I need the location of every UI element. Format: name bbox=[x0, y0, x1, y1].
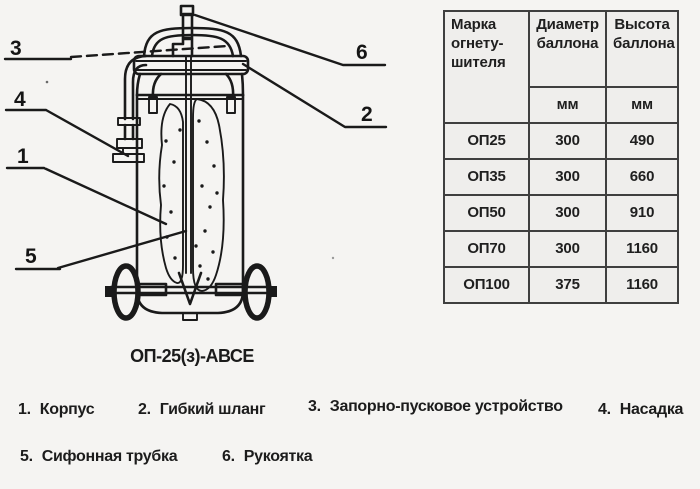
wheels-drawing bbox=[105, 263, 277, 321]
unit-height: мм bbox=[605, 86, 679, 124]
siphon-tube-drawing bbox=[177, 56, 203, 306]
legend-num: 2. bbox=[138, 401, 151, 418]
diagram-caption: ОП-25(з)-АВСЕ bbox=[130, 346, 254, 366]
unit-diameter: мм bbox=[528, 86, 607, 124]
legend-item-6: 6. Рукоятка bbox=[222, 448, 313, 466]
cell-height: 660 bbox=[605, 158, 679, 196]
legend-num: 6. bbox=[222, 448, 235, 465]
valve-head-drawing bbox=[132, 26, 250, 97]
legend-num: 1. bbox=[18, 401, 31, 418]
legend-item-3: 3. Запорно-пусковое устройство bbox=[308, 398, 563, 416]
header-height: Высота баллона bbox=[605, 10, 679, 88]
scan-speck bbox=[45, 80, 49, 84]
callout-6: 6 bbox=[356, 41, 368, 64]
table-header-row: Марка огнету-шителя Диаметр баллона Высо… bbox=[443, 10, 679, 124]
cell-height: 910 bbox=[605, 194, 679, 232]
legend-label: Корпус bbox=[39, 401, 95, 418]
table-row: ОП70 300 1160 bbox=[443, 230, 679, 268]
table-row: ОП35 300 660 bbox=[443, 158, 679, 196]
header-diameter: Диаметр баллона bbox=[528, 10, 607, 88]
header-model: Марка огнету-шителя bbox=[443, 10, 530, 124]
cell-diameter: 300 bbox=[528, 194, 607, 232]
cell-diameter: 300 bbox=[528, 230, 607, 268]
table-units-row: мм мм bbox=[444, 86, 679, 124]
cell-diameter: 375 bbox=[528, 266, 607, 304]
cell-model: ОП35 bbox=[443, 158, 530, 196]
callout-leaders bbox=[3, 13, 388, 271]
legend-item-4: 4. Насадка bbox=[598, 401, 683, 419]
spec-table: Марка огнету-шителя Диаметр баллона Высо… bbox=[443, 10, 679, 304]
legend-num: 5. bbox=[20, 448, 33, 465]
cell-model: ОП100 bbox=[443, 266, 530, 304]
legend-label: Запорно-пусковое устройство bbox=[329, 398, 563, 415]
cell-model: ОП70 bbox=[443, 230, 530, 268]
callout-5: 5 bbox=[25, 245, 37, 268]
cell-diameter: 300 bbox=[528, 158, 607, 196]
legend-num: 4. bbox=[598, 401, 611, 418]
callout-4: 4 bbox=[14, 88, 26, 111]
cell-diameter: 300 bbox=[528, 122, 607, 160]
legend-label: Насадка bbox=[619, 401, 684, 418]
legend-label: Гибкий шланг bbox=[159, 401, 266, 418]
legend-label: Рукоятка bbox=[243, 448, 313, 465]
cell-model: ОП50 bbox=[443, 194, 530, 232]
handle-stem-drawing bbox=[179, 4, 195, 40]
cell-height: 1160 bbox=[605, 230, 679, 268]
legend-item-1: 1. Корпус bbox=[18, 401, 95, 419]
extinguisher-diagram: 3 4 1 5 6 2 ОП-25(з)-АВСЕ bbox=[3, 4, 388, 366]
cell-height: 490 bbox=[605, 122, 679, 160]
cell-height: 1160 bbox=[605, 266, 679, 304]
legend-item-5: 5. Сифонная трубка bbox=[20, 448, 178, 466]
table-row: ОП100 375 1160 bbox=[443, 266, 679, 304]
hose-drawing bbox=[112, 54, 148, 163]
table-row: ОП50 300 910 bbox=[443, 194, 679, 232]
scan-speck bbox=[331, 256, 335, 260]
callout-2: 2 bbox=[361, 103, 373, 126]
table-row: ОП25 300 490 bbox=[443, 122, 679, 160]
cell-model: ОП25 bbox=[443, 122, 530, 160]
legend-num: 3. bbox=[308, 398, 321, 415]
legend-item-2: 2. Гибкий шланг bbox=[138, 401, 266, 419]
callout-1: 1 bbox=[17, 145, 29, 168]
legend-label: Сифонная трубка bbox=[41, 448, 178, 465]
callout-3: 3 bbox=[10, 37, 22, 60]
